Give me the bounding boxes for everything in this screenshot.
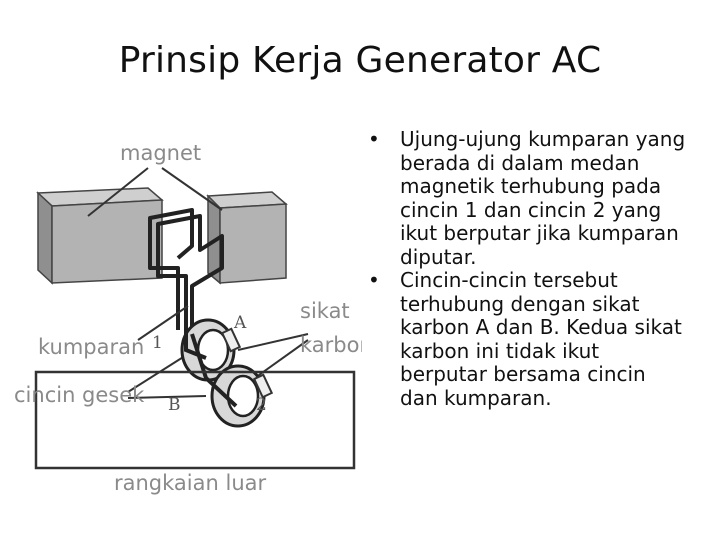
carbon-brushes [220,327,274,399]
label-rangkaian-luar: rangkaian luar [114,471,267,495]
label-cincin-gesek: cincin gesek [14,383,145,407]
label-sikat: sikat [300,299,350,323]
coil [148,208,224,334]
label-ring-1: 1 [152,333,163,353]
bullet-dot-icon: • [368,127,380,151]
label-kumparan: kumparan [38,335,144,359]
bullet-item: • Ujung-ujung kumparan yang berada di da… [368,127,688,269]
label-brush-b: B [168,395,181,415]
bullet-text: Ujung-ujung kumparan yang berada di dala… [400,127,686,269]
label-ring-2: 2 [256,395,267,415]
bullet-text: Cincin-cincin tersebut terhubung dengan … [400,268,682,410]
slide-title: Prinsip Kerja Generator AC [118,40,602,81]
bullet-dot-icon: • [368,268,380,292]
bullet-item: • Cincin-cincin tersebut terhubung denga… [368,268,688,410]
label-magnet: magnet [120,141,201,165]
magnet-left-block [36,187,164,285]
bullet-list: • Ujung-ujung kumparan yang berada di da… [368,127,688,410]
label-brush-a: A [233,313,247,333]
external-circuit-loop [34,370,356,470]
label-karbon: karbon [300,333,362,357]
ac-generator-diagram: magnet sikat karbon kumparan cincin gese… [14,141,362,495]
